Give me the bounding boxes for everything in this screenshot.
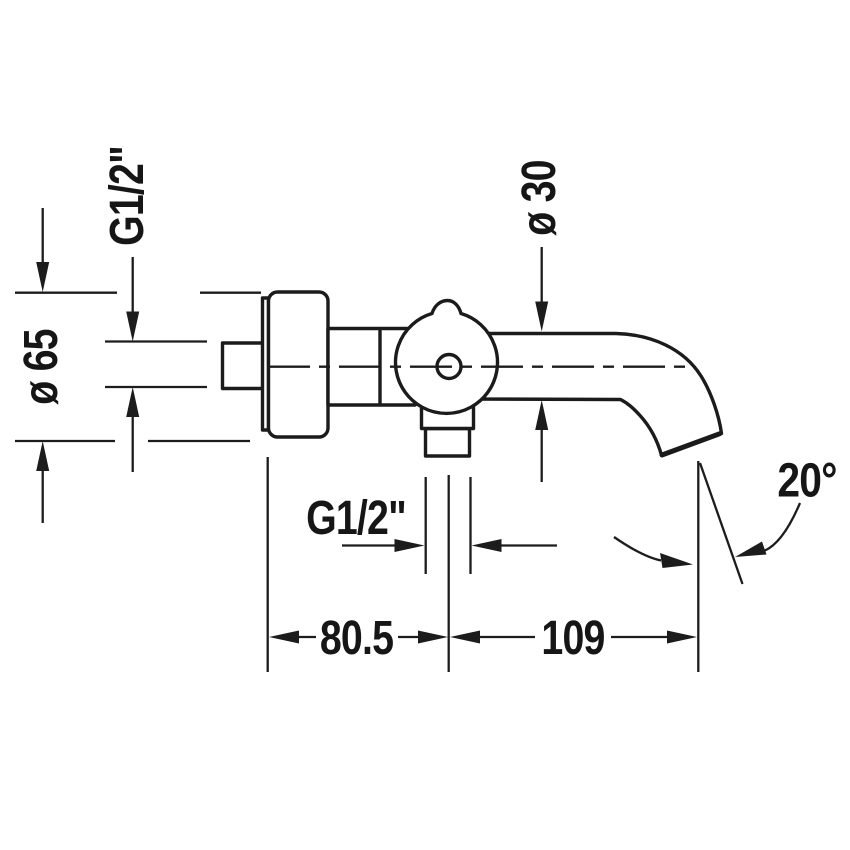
arrowhead — [450, 630, 480, 644]
arrowhead — [126, 311, 140, 342]
label-thread-bottom: G1/2" — [306, 491, 406, 545]
arrowhead — [418, 630, 448, 644]
arrowhead — [126, 387, 140, 417]
dimension-spout-diameter: ø 30 — [512, 160, 566, 482]
arrowhead — [667, 630, 697, 644]
arrowhead — [535, 400, 549, 430]
dimension-widths: 80.5 109 — [266, 457, 700, 672]
flange — [266, 290, 330, 439]
arrowhead — [660, 553, 693, 568]
arrowhead — [471, 539, 502, 552]
dimension-thread-top: G1/2" — [100, 146, 207, 472]
arrowhead — [394, 539, 425, 552]
label-flange-diameter: ø 65 — [14, 329, 68, 405]
spout — [468, 331, 724, 457]
dimension-spout-angle: 20° — [613, 454, 837, 585]
dimension-thread-bottom: G1/2" — [306, 477, 557, 574]
label-thread-top: G1/2" — [100, 146, 154, 246]
arrowhead — [735, 541, 767, 557]
wall-nipple — [220, 341, 266, 391]
label-dim-left: 80.5 — [320, 611, 394, 665]
angle-reference-line — [698, 462, 744, 585]
arrowhead — [36, 262, 50, 292]
arrowhead — [269, 630, 299, 644]
faucet-body — [220, 290, 724, 458]
dimension-flange-diameter: ø 65 — [14, 208, 261, 523]
label-dim-right: 109 — [541, 611, 604, 665]
arrowhead — [535, 301, 549, 332]
bottom-outlet-thread — [423, 426, 472, 458]
angle-arc-left — [613, 536, 662, 562]
label-spout-diameter: ø 30 — [512, 160, 566, 235]
angle-arc-right — [763, 502, 802, 553]
label-spout-angle: 20° — [777, 454, 836, 507]
arrowhead — [36, 441, 50, 471]
spout-outlet-face — [659, 431, 722, 458]
